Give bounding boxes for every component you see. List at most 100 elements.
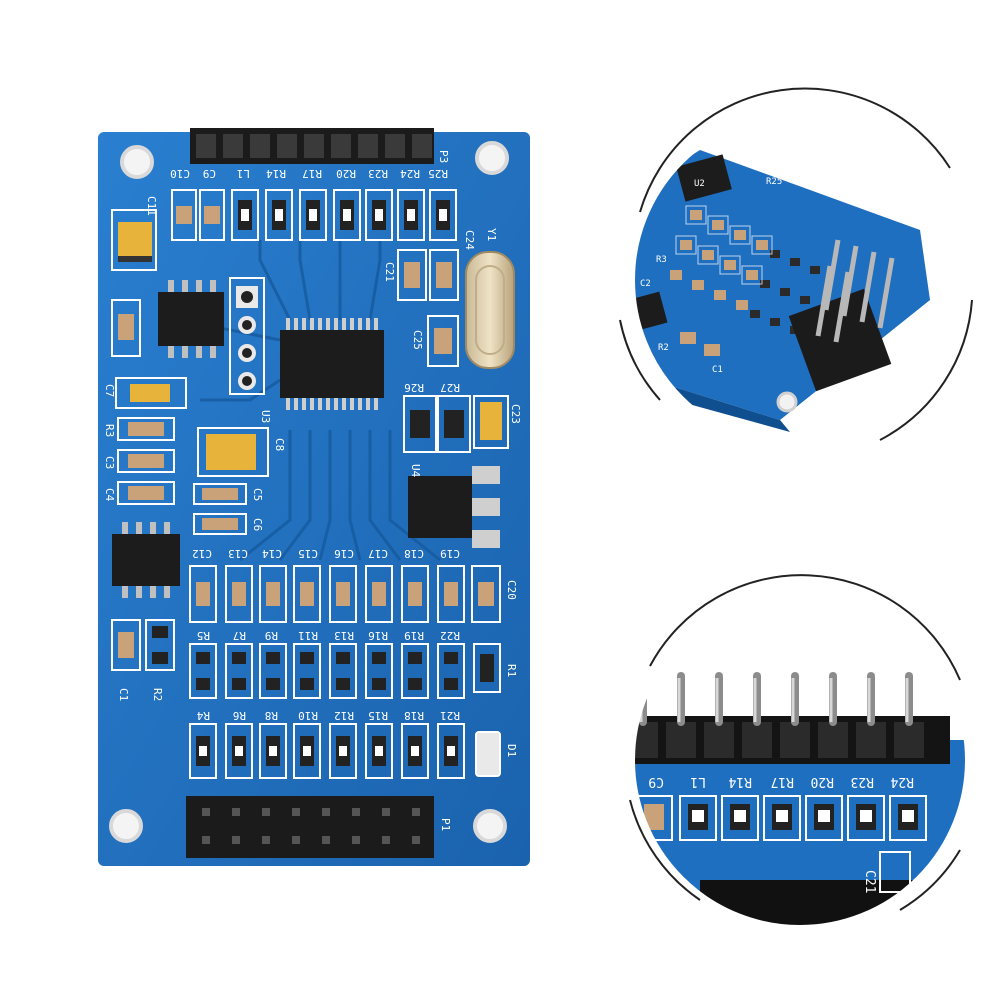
zoom-detail-bottom: C9 L1 R14 R17 R20 R23 R24 C21 <box>629 574 971 931</box>
zoom-top-label-r2: R2 <box>658 343 669 353</box>
top-row-labels: C10 C9 L1 R14 R17 R20 R23 R24 R25 <box>170 167 448 180</box>
label-c3: C3 <box>103 456 116 469</box>
pcb-traces <box>179 240 441 562</box>
top-row-components <box>171 189 457 241</box>
label-r9: R9 <box>265 629 278 642</box>
bottom-left-parts <box>111 619 175 671</box>
label-c21: C21 <box>383 262 396 282</box>
resistor-row-b-labels: R4 R6 R8 R10 R12 R15 R18 R21 D1 <box>196 709 518 757</box>
label-r19: R19 <box>404 629 424 642</box>
label-r24: R24 <box>400 167 420 180</box>
left-middle-parts <box>115 377 269 535</box>
label-r8: R8 <box>265 709 278 722</box>
pcb-board: P3 <box>98 128 530 866</box>
label-p1: P1 <box>439 818 452 831</box>
label-p3: P3 <box>437 150 450 163</box>
capacitor-row-labels: C12 C13 C14 C15 C16 C17 C18 C19 C20 <box>192 547 518 600</box>
label-c13: C13 <box>228 547 248 560</box>
label-c17: C17 <box>368 547 388 560</box>
label-r10: R10 <box>298 709 318 722</box>
label-r15: R15 <box>368 709 388 722</box>
label-r13: R13 <box>334 629 354 642</box>
label-r2: R2 <box>151 688 164 701</box>
label-r21: R21 <box>440 709 460 722</box>
zoom-bottom-label-r20: R20 <box>811 774 834 789</box>
label-y1: Y1 <box>485 228 498 241</box>
label-c9: C9 <box>203 167 216 180</box>
right-labels: C21 C24 C25 R26 R27 C23 <box>383 230 522 424</box>
resistor-row-a <box>189 643 501 699</box>
bottom-left-labels: C1 R2 <box>117 688 164 701</box>
label-c16: C16 <box>334 547 354 560</box>
label-c23: C23 <box>509 404 522 424</box>
label-r14: R14 <box>266 167 286 180</box>
label-r1: R1 <box>505 664 518 677</box>
four-pin-header <box>229 277 265 395</box>
label-c15: C15 <box>298 547 318 560</box>
crystal-y1 <box>465 251 515 369</box>
zoom-detail-top: C1 R2 R3 U2 C2 R25 <box>619 87 973 451</box>
zoom-top-label-r25: R25 <box>766 177 782 187</box>
label-c19: C19 <box>440 547 460 560</box>
label-r22: R22 <box>440 629 460 642</box>
label-c12: C12 <box>192 547 212 560</box>
capacitor-row <box>189 565 501 623</box>
label-r20: R20 <box>336 167 356 180</box>
bottom-pin-header <box>186 796 434 858</box>
label-r6: R6 <box>233 709 246 722</box>
label-r12: R12 <box>334 709 354 722</box>
label-r17: R17 <box>302 167 322 180</box>
label-r4: R4 <box>196 709 210 722</box>
label-r23: R23 <box>368 167 388 180</box>
regulator-u4 <box>408 466 500 548</box>
label-c14: C14 <box>262 547 282 560</box>
label-r5: R5 <box>197 629 210 642</box>
zoom-bottom-label-r24: R24 <box>890 774 914 789</box>
label-c24: C24 <box>463 230 476 250</box>
label-c4: C4 <box>103 488 116 502</box>
label-c18: C18 <box>404 547 424 560</box>
label-r25: R25 <box>428 167 448 180</box>
label-r3: R3 <box>103 424 116 437</box>
label-c1: C1 <box>117 688 130 701</box>
main-chip-u3 <box>280 318 384 410</box>
zoom-bottom-label-l1: L1 <box>690 774 706 789</box>
label-c8: C8 <box>273 438 286 451</box>
label-c20: C20 <box>505 580 518 600</box>
zoom-top-label-c1: C1 <box>712 365 723 375</box>
zoom-top-label-u2: U2 <box>694 179 705 189</box>
soic-chip-u2 <box>158 280 224 358</box>
label-c5: C5 <box>251 488 264 501</box>
left-small-parts <box>111 299 141 357</box>
zoom-bottom-label-r14: R14 <box>728 774 752 789</box>
label-r7: R7 <box>233 629 246 642</box>
label-c7: C7 <box>103 384 116 397</box>
zoom-bottom-label-c21: C21 <box>862 870 877 893</box>
zoom-bottom-label-r23: R23 <box>851 774 874 789</box>
label-c6: C6 <box>251 518 264 531</box>
top-pin-header <box>190 128 434 164</box>
label-r16: R16 <box>368 629 388 642</box>
label-r11: R11 <box>298 629 318 642</box>
resistor-row-a-labels: R5 R7 R9 R11 R13 R16 R19 R22 R1 <box>197 629 518 677</box>
label-l1: L1 <box>237 167 250 180</box>
mounting-holes <box>109 141 509 843</box>
right-small-parts <box>397 249 509 453</box>
zoom-top-label-r3: R3 <box>656 255 667 265</box>
zoom-bottom-label-c9: C9 <box>648 774 664 789</box>
label-c11: C11 <box>145 196 158 216</box>
label-c25: C25 <box>411 330 424 350</box>
zoom-bottom-label-r17: R17 <box>771 774 794 789</box>
label-r26: R26 <box>404 381 424 394</box>
label-r18: R18 <box>404 709 424 722</box>
resistor-row-b <box>189 723 501 779</box>
label-u3: U3 <box>259 410 272 423</box>
label-u4: U4 <box>409 464 422 478</box>
label-c10: C10 <box>170 167 190 180</box>
label-d1: D1 <box>505 744 518 757</box>
soic-chip-lower <box>112 522 180 598</box>
tantalum-capacitor-c11 <box>111 209 157 271</box>
left-middle-labels: C7 C8 R3 C3 C4 C5 C6 <box>103 384 286 531</box>
zoom-top-label-c2: C2 <box>640 279 651 289</box>
